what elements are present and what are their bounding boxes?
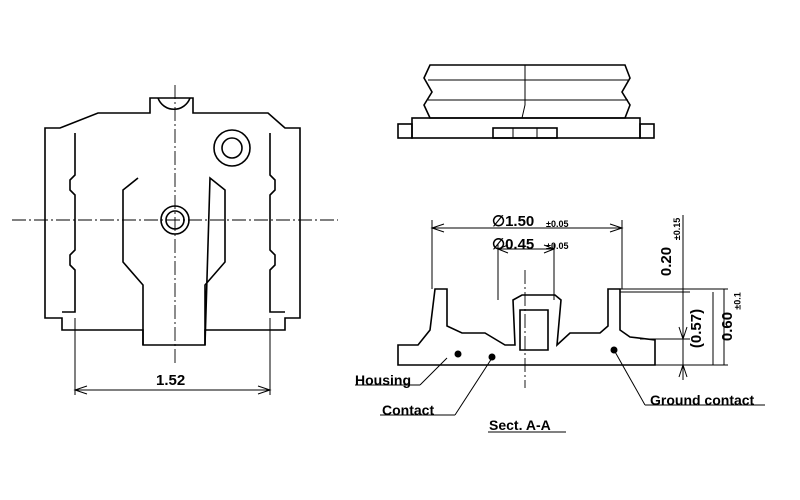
plan-outline <box>44 97 301 346</box>
side-view <box>397 64 655 139</box>
inner-diameter-label: ∅0.45 <box>492 236 535 253</box>
outer-diameter-tol: ±0.05 <box>546 219 569 229</box>
contact-label: Contact <box>382 402 435 418</box>
ground-contact-label: Ground contact <box>650 392 755 408</box>
section-title: Sect. A-A <box>489 417 551 433</box>
housing-label: Housing <box>355 372 411 388</box>
gap-tol: ±0.15 <box>672 217 683 241</box>
plan-view <box>12 85 338 395</box>
inner-diameter-tol: ±0.05 <box>546 241 569 251</box>
height-label: 0.60 <box>719 311 737 342</box>
ground-hole <box>213 129 251 167</box>
gap-label: 0.20 <box>658 246 676 277</box>
section-view <box>355 215 765 433</box>
center-pad <box>122 176 226 346</box>
width-dim-label: 1.52 <box>156 372 186 389</box>
outer-diameter-label: ∅1.50 <box>492 213 535 230</box>
height-tol: ±0.1 <box>732 292 743 310</box>
ref-height-label: (0.57) <box>688 308 706 349</box>
